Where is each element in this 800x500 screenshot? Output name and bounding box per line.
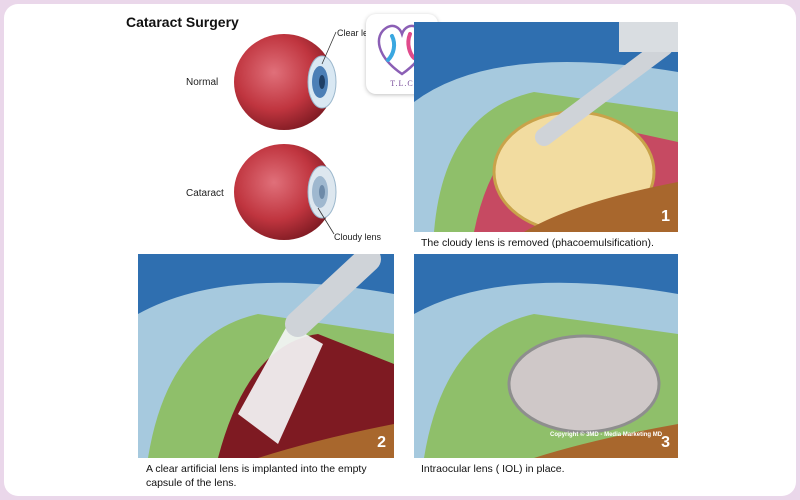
cataract-eye-illustration bbox=[234, 144, 337, 240]
iol-in-place-illustration bbox=[414, 254, 678, 458]
panel-number: 2 bbox=[377, 434, 386, 451]
folded-iol bbox=[238, 324, 323, 444]
copyright-text: Copyright © 3MD - Media Marketing MD bbox=[550, 432, 663, 438]
callout-line bbox=[321, 31, 337, 65]
posterior-region bbox=[534, 424, 678, 458]
cataract-label: Cataract bbox=[186, 188, 224, 199]
panel-number: 3 bbox=[661, 434, 670, 451]
panel-1: 1 bbox=[414, 22, 678, 232]
panel-3: Copyright © 3MD - Media Marketing MD 3 bbox=[414, 254, 678, 458]
figure-card: Cataract Surgery Clear lens Normal Catar… bbox=[4, 4, 796, 496]
phaco-probe bbox=[535, 38, 673, 146]
eyeball-shape bbox=[234, 144, 334, 240]
handpiece bbox=[619, 22, 678, 52]
logo-text: T.L.C bbox=[390, 79, 414, 88]
panel-2-caption: A clear artificial lens is implanted int… bbox=[146, 462, 367, 490]
panel-number: 1 bbox=[661, 208, 670, 225]
cloudy-lens-callout: Cloudy lens bbox=[334, 232, 382, 242]
figure-title: Cataract Surgery bbox=[126, 14, 239, 30]
pupil-shape bbox=[319, 75, 325, 89]
intraocular-lens bbox=[507, 334, 661, 434]
posterior-region bbox=[524, 182, 678, 232]
panel-3-caption: Intraocular lens ( IOL) in place. bbox=[421, 463, 565, 475]
normal-label: Normal bbox=[186, 77, 219, 88]
posterior-region bbox=[258, 424, 394, 458]
eyeball-shape bbox=[234, 34, 334, 130]
injector bbox=[285, 254, 381, 337]
lens-implant-illustration bbox=[138, 254, 394, 458]
phaco-illustration bbox=[414, 22, 678, 232]
caption-line: capsule of the lens. bbox=[146, 477, 237, 489]
panel-2: 2 bbox=[138, 254, 394, 458]
normal-eye-illustration bbox=[234, 31, 337, 130]
caption-line: A clear artificial lens is implanted int… bbox=[146, 463, 367, 475]
pupil-shape bbox=[319, 185, 325, 199]
panel-1-caption: The cloudy lens is removed (phacoemulsif… bbox=[421, 237, 654, 249]
callout-line bbox=[317, 207, 335, 235]
clear-lens-callout: Clear lens bbox=[337, 28, 378, 38]
